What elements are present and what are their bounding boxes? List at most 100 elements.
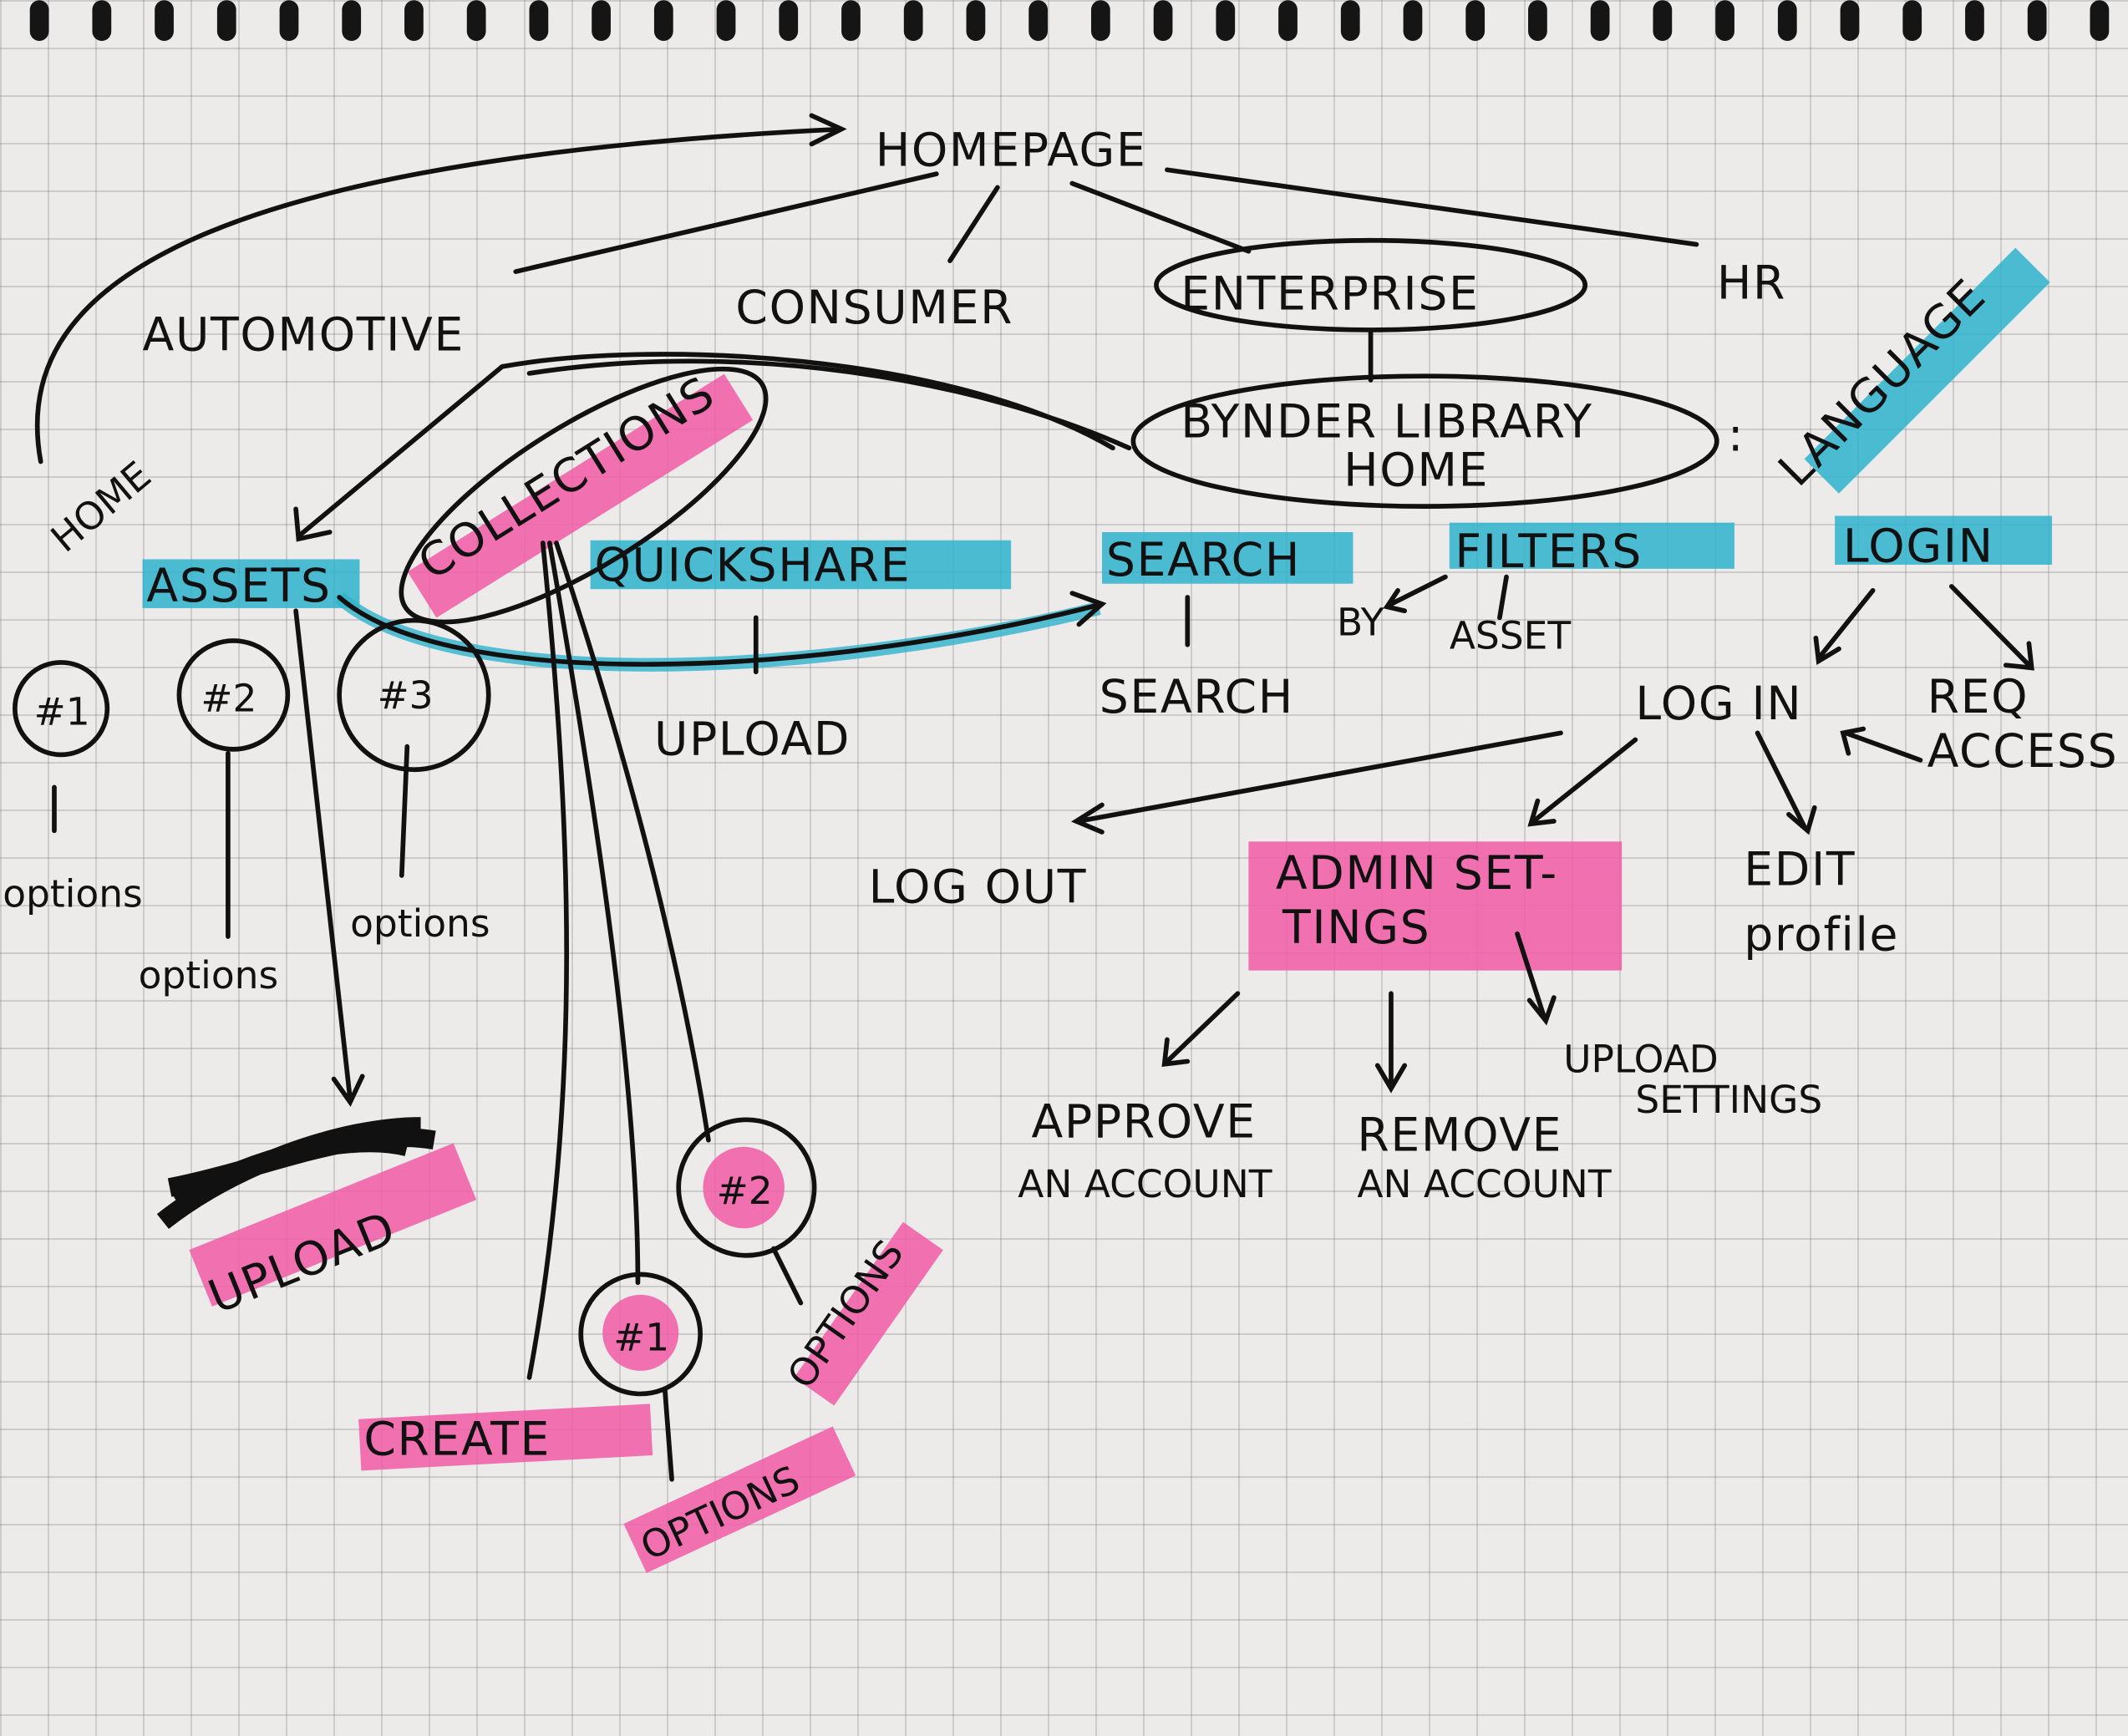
category-enterprise: ENTERPRISE [1181,268,1479,322]
asset-1-circle [13,660,110,758]
spiral-ring [1216,0,1236,41]
spiral-binding [29,0,2110,41]
arrow-remove [1374,991,1408,1094]
login-label: LOGIN [1843,520,1994,574]
spiral-ring [1590,0,1610,41]
scribbled-out-text [156,1117,436,1230]
login-highlight [1835,515,2053,565]
collection-1-label: #1 [613,1315,669,1359]
upload-highlight [189,1143,477,1307]
upload-settings-line2: SETTINGS [1635,1078,1822,1122]
spiral-ring [279,0,299,41]
spiral-ring [1528,0,1547,41]
spiral-ring [29,0,49,41]
create-highlight [358,1404,653,1471]
home-link-label: HOME [43,453,160,561]
search-child-label: SEARCH [1100,671,1294,724]
highlights [142,247,2053,1573]
remove-line1: REMOVE [1357,1109,1562,1163]
line-consumer [947,185,1000,263]
edit-profile-line2: profile [1744,908,1899,962]
language-label: LANGUAGE [1769,269,1997,497]
spiral-ring [966,0,986,41]
line-by [1383,574,1448,614]
spiral-ring [1090,0,1110,41]
arrow-admin [1527,737,1638,827]
library-home-line1: BYNDER LIBRARY [1181,395,1592,449]
enterprise-ellipse [1154,237,1588,332]
collections-to-create [526,541,570,1380]
arrow-login-login [1813,587,1876,665]
approve-line2: AN ACCOUNT [1018,1162,1272,1206]
spiral-ring [1653,0,1673,41]
collection-1-circle [578,1272,703,1397]
line-hr [1165,167,1699,247]
library-arrow [526,358,1132,451]
line-enterprise [1069,180,1252,254]
spiral-ring [1028,0,1049,41]
collection-1-highlight [602,1294,679,1371]
line-options-1 [771,1246,804,1306]
collections-ellipse [399,366,769,625]
req-access-line2: ACCESS [1927,725,2119,779]
homepage-label: HOMEPAGE [876,124,1147,177]
arrow-edit [1755,730,1817,835]
remove-line2: AN ACCOUNT [1357,1162,1611,1206]
edit-profile-line1: EDIT [1744,843,1856,896]
spiral-ring [1153,0,1173,41]
arrow-login-req [1948,584,2034,671]
quickshare-highlight [590,540,1012,590]
line-options-2 [663,1388,674,1482]
spiral-ring [1777,0,1797,41]
collection-2-circle [676,1117,817,1258]
assets-label: ASSETS [146,560,331,613]
spiral-ring [92,0,112,41]
spiral-ring [1340,0,1360,41]
asset-2-circle [176,638,291,752]
asset-1-label: #1 [34,690,90,734]
search-label: SEARCH [1106,534,1301,587]
admin-settings-line1: ADMIN SET- [1276,847,1558,901]
collection-2-label: #2 [717,1169,773,1213]
spiral-ring [2027,0,2047,41]
quickshare-label: QUICKSHARE [594,539,911,592]
approve-line1: APPROVE [1032,1095,1257,1149]
spiral-ring [2090,0,2110,41]
asset-1-options: options [3,871,142,916]
log-out-label: LOG OUT [869,860,1088,914]
upload-settings-line1: UPLOAD [1563,1037,1719,1081]
spiral-ring [1965,0,1984,41]
admin-settings-highlight [1248,841,1623,971]
filters-highlight [1449,522,1734,569]
spiral-ring [1715,0,1734,41]
spiral-ring [1465,0,1486,41]
category-consumer: CONSUMER [735,282,1013,335]
line-asset [1497,574,1509,621]
spiral-ring [342,0,362,41]
assets-highlight [142,559,360,608]
arrowhead [1069,591,1107,627]
admin-settings-line2: TINGS [1282,901,1430,955]
category-automotive: AUTOMOTIVE [143,308,465,362]
arrow-upload-settings [1515,931,1557,1026]
collection-2-highlight [703,1146,785,1229]
asset-2-label: #2 [201,676,256,720]
language-highlight [1804,247,2050,494]
asset-3-options: options [350,901,490,946]
req-access-line1: REQ [1927,671,2029,724]
log-in-label: LOG IN [1635,678,1802,731]
spiral-ring [1278,0,1298,41]
collections-to-2 [554,541,711,1143]
options-highlight-1 [794,1221,943,1406]
spiral-ring [466,0,486,41]
colon-label: : [1728,409,1745,463]
collections-to-1 [547,541,641,1286]
spiral-ring [155,0,174,41]
assets-to-upload [293,608,365,1107]
filter-by-label: BY [1337,600,1384,644]
library-ellipse [1130,373,1719,509]
spiral-ring [716,0,736,41]
arrow-approve [1161,991,1241,1067]
spiral-ring [779,0,799,41]
